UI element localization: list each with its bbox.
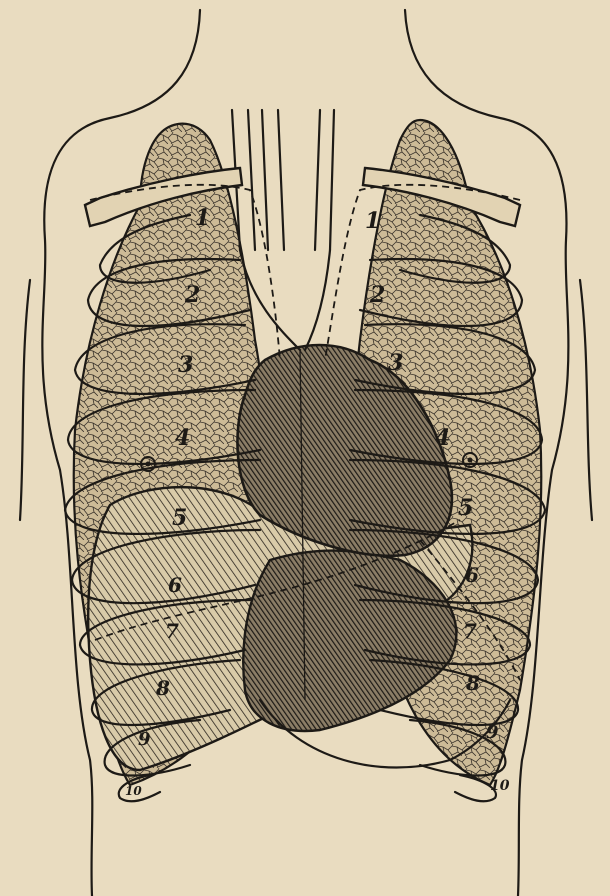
rib-label-right-6: 6 [465, 563, 479, 587]
rib-label-right-9: 9 [486, 722, 499, 743]
rib-label-left-7: 7 [165, 619, 179, 643]
rib-label-right-8: 8 [465, 671, 480, 695]
aorta-right [315, 110, 334, 250]
rib-label-right-4: 4 [435, 425, 450, 451]
rib-label-left-2: 2 [184, 282, 200, 308]
right-arm-line [580, 280, 592, 520]
rib-label-left-10: 10 [125, 784, 142, 798]
rib-label-right-5: 5 [458, 495, 473, 521]
rib-label-right-3: 3 [388, 350, 403, 376]
rib-label-right-7: 7 [463, 619, 477, 643]
left-arm-line [20, 280, 30, 520]
rib-label-left-8: 8 [155, 676, 170, 700]
rib-label-left-5: 5 [172, 505, 187, 531]
rib-label-right-2: 2 [369, 282, 385, 308]
rib-label-left-4: 4 [175, 425, 190, 451]
trachea [262, 110, 284, 250]
rib-label-left-1: 1 [195, 205, 210, 231]
rib-label-left-3: 3 [178, 352, 193, 378]
rib-label-left-6: 6 [168, 573, 182, 597]
rib-label-right-10: 10 [490, 778, 510, 794]
rib-label-left-9: 9 [138, 729, 151, 750]
rib-label-right-1: 1 [365, 208, 380, 234]
